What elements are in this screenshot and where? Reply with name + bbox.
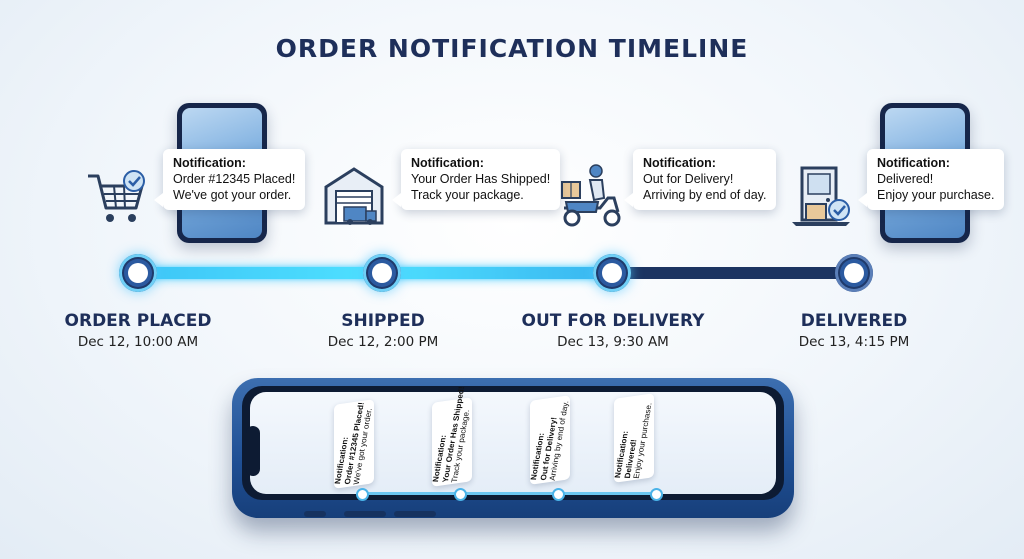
timeline-node-shipped: [363, 254, 401, 292]
phone-mockup-landscape: Notification:Order #12345 Placed!We've g…: [232, 378, 794, 518]
step-time-shipped: Dec 12, 2:00 PM: [327, 334, 439, 350]
phone-volume-button: [344, 511, 386, 517]
delivery-scooter-icon: [556, 162, 626, 230]
step-time-out-for-delivery: Dec 13, 9:30 AM: [557, 334, 669, 350]
mini-notification-shipped: Notification:Your Order Has Shipped!Trac…: [431, 386, 472, 487]
step-label-order-placed: ORDER PLACED: [64, 311, 212, 331]
mini-timeline-track: [362, 492, 662, 495]
step-label-out-for-delivery: OUT FOR DELIVERY: [521, 311, 705, 331]
phone-notch: [246, 426, 260, 476]
mini-notification-delivered: Notification:Delivered!Enjoy your purcha…: [613, 393, 654, 483]
notification-out-for-delivery: Notification: Out for Delivery! Arriving…: [623, 149, 777, 210]
door-package-check-icon: [790, 164, 856, 228]
mini-timeline-dot: [356, 488, 369, 501]
mini-notification-order-placed: Notification:Order #12345 Placed!We've g…: [333, 399, 374, 489]
shopping-cart-check-icon: [86, 168, 152, 228]
mini-timeline-dot: [552, 488, 565, 501]
notification-delivered: Notification: Delivered! Enjoy your purc…: [857, 149, 1005, 210]
phone-volume-button: [394, 511, 436, 517]
timeline-node-out-for-delivery: [593, 254, 631, 292]
mini-notification-out-for-delivery: Notification:Out for Delivery!Arriving b…: [529, 395, 570, 485]
timeline-node-order-placed: [119, 254, 157, 292]
notification-order-placed: Notification: Order #12345 Placed! We've…: [153, 149, 306, 210]
page-title: ORDER NOTIFICATION TIMELINE: [275, 34, 749, 63]
warehouse-truck-icon: [322, 165, 388, 227]
step-label-shipped: SHIPPED: [341, 311, 425, 331]
step-time-delivered: Dec 13, 4:15 PM: [798, 334, 910, 350]
mini-timeline-dot: [650, 488, 663, 501]
timeline-node-delivered: [835, 254, 873, 292]
phone-side-button: [304, 511, 326, 517]
phone-screen: Notification:Order #12345 Placed!We've g…: [250, 386, 776, 501]
mini-timeline-dot: [454, 488, 467, 501]
step-time-order-placed: Dec 12, 10:00 AM: [77, 334, 199, 350]
notification-shipped: Notification: Your Order Has Shipped! Tr…: [391, 149, 561, 210]
step-label-delivered: DELIVERED: [800, 311, 908, 331]
